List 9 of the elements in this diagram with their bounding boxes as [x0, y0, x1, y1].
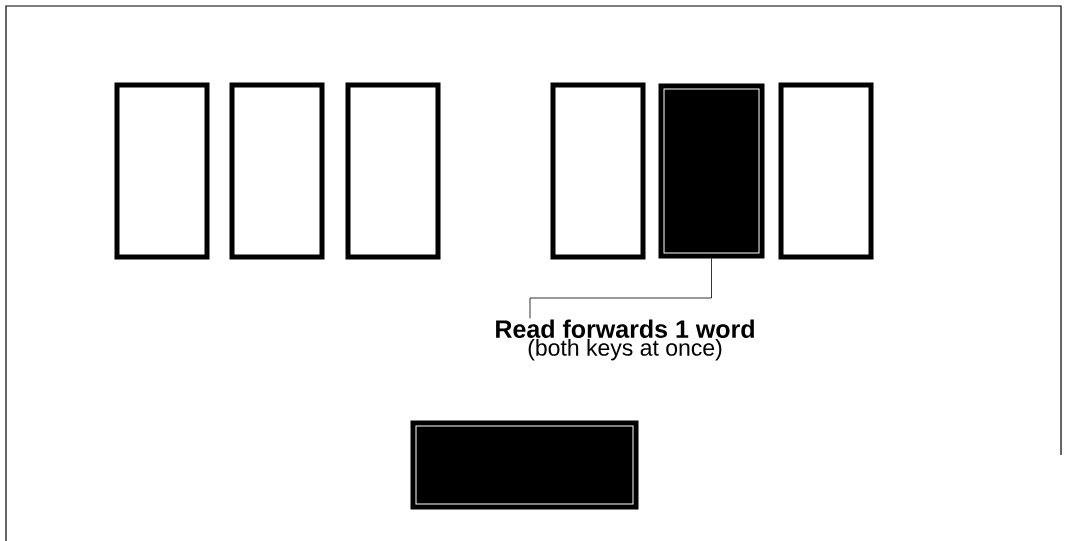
pressed-key	[658, 83, 765, 259]
pressed-key	[410, 420, 639, 510]
key	[114, 82, 210, 260]
key	[345, 82, 441, 260]
key	[229, 82, 325, 260]
caption-text: Read forwards 1 word (both keys at once)	[496, 319, 754, 361]
key	[550, 82, 646, 260]
key	[778, 82, 874, 260]
leader-line	[529, 258, 712, 319]
